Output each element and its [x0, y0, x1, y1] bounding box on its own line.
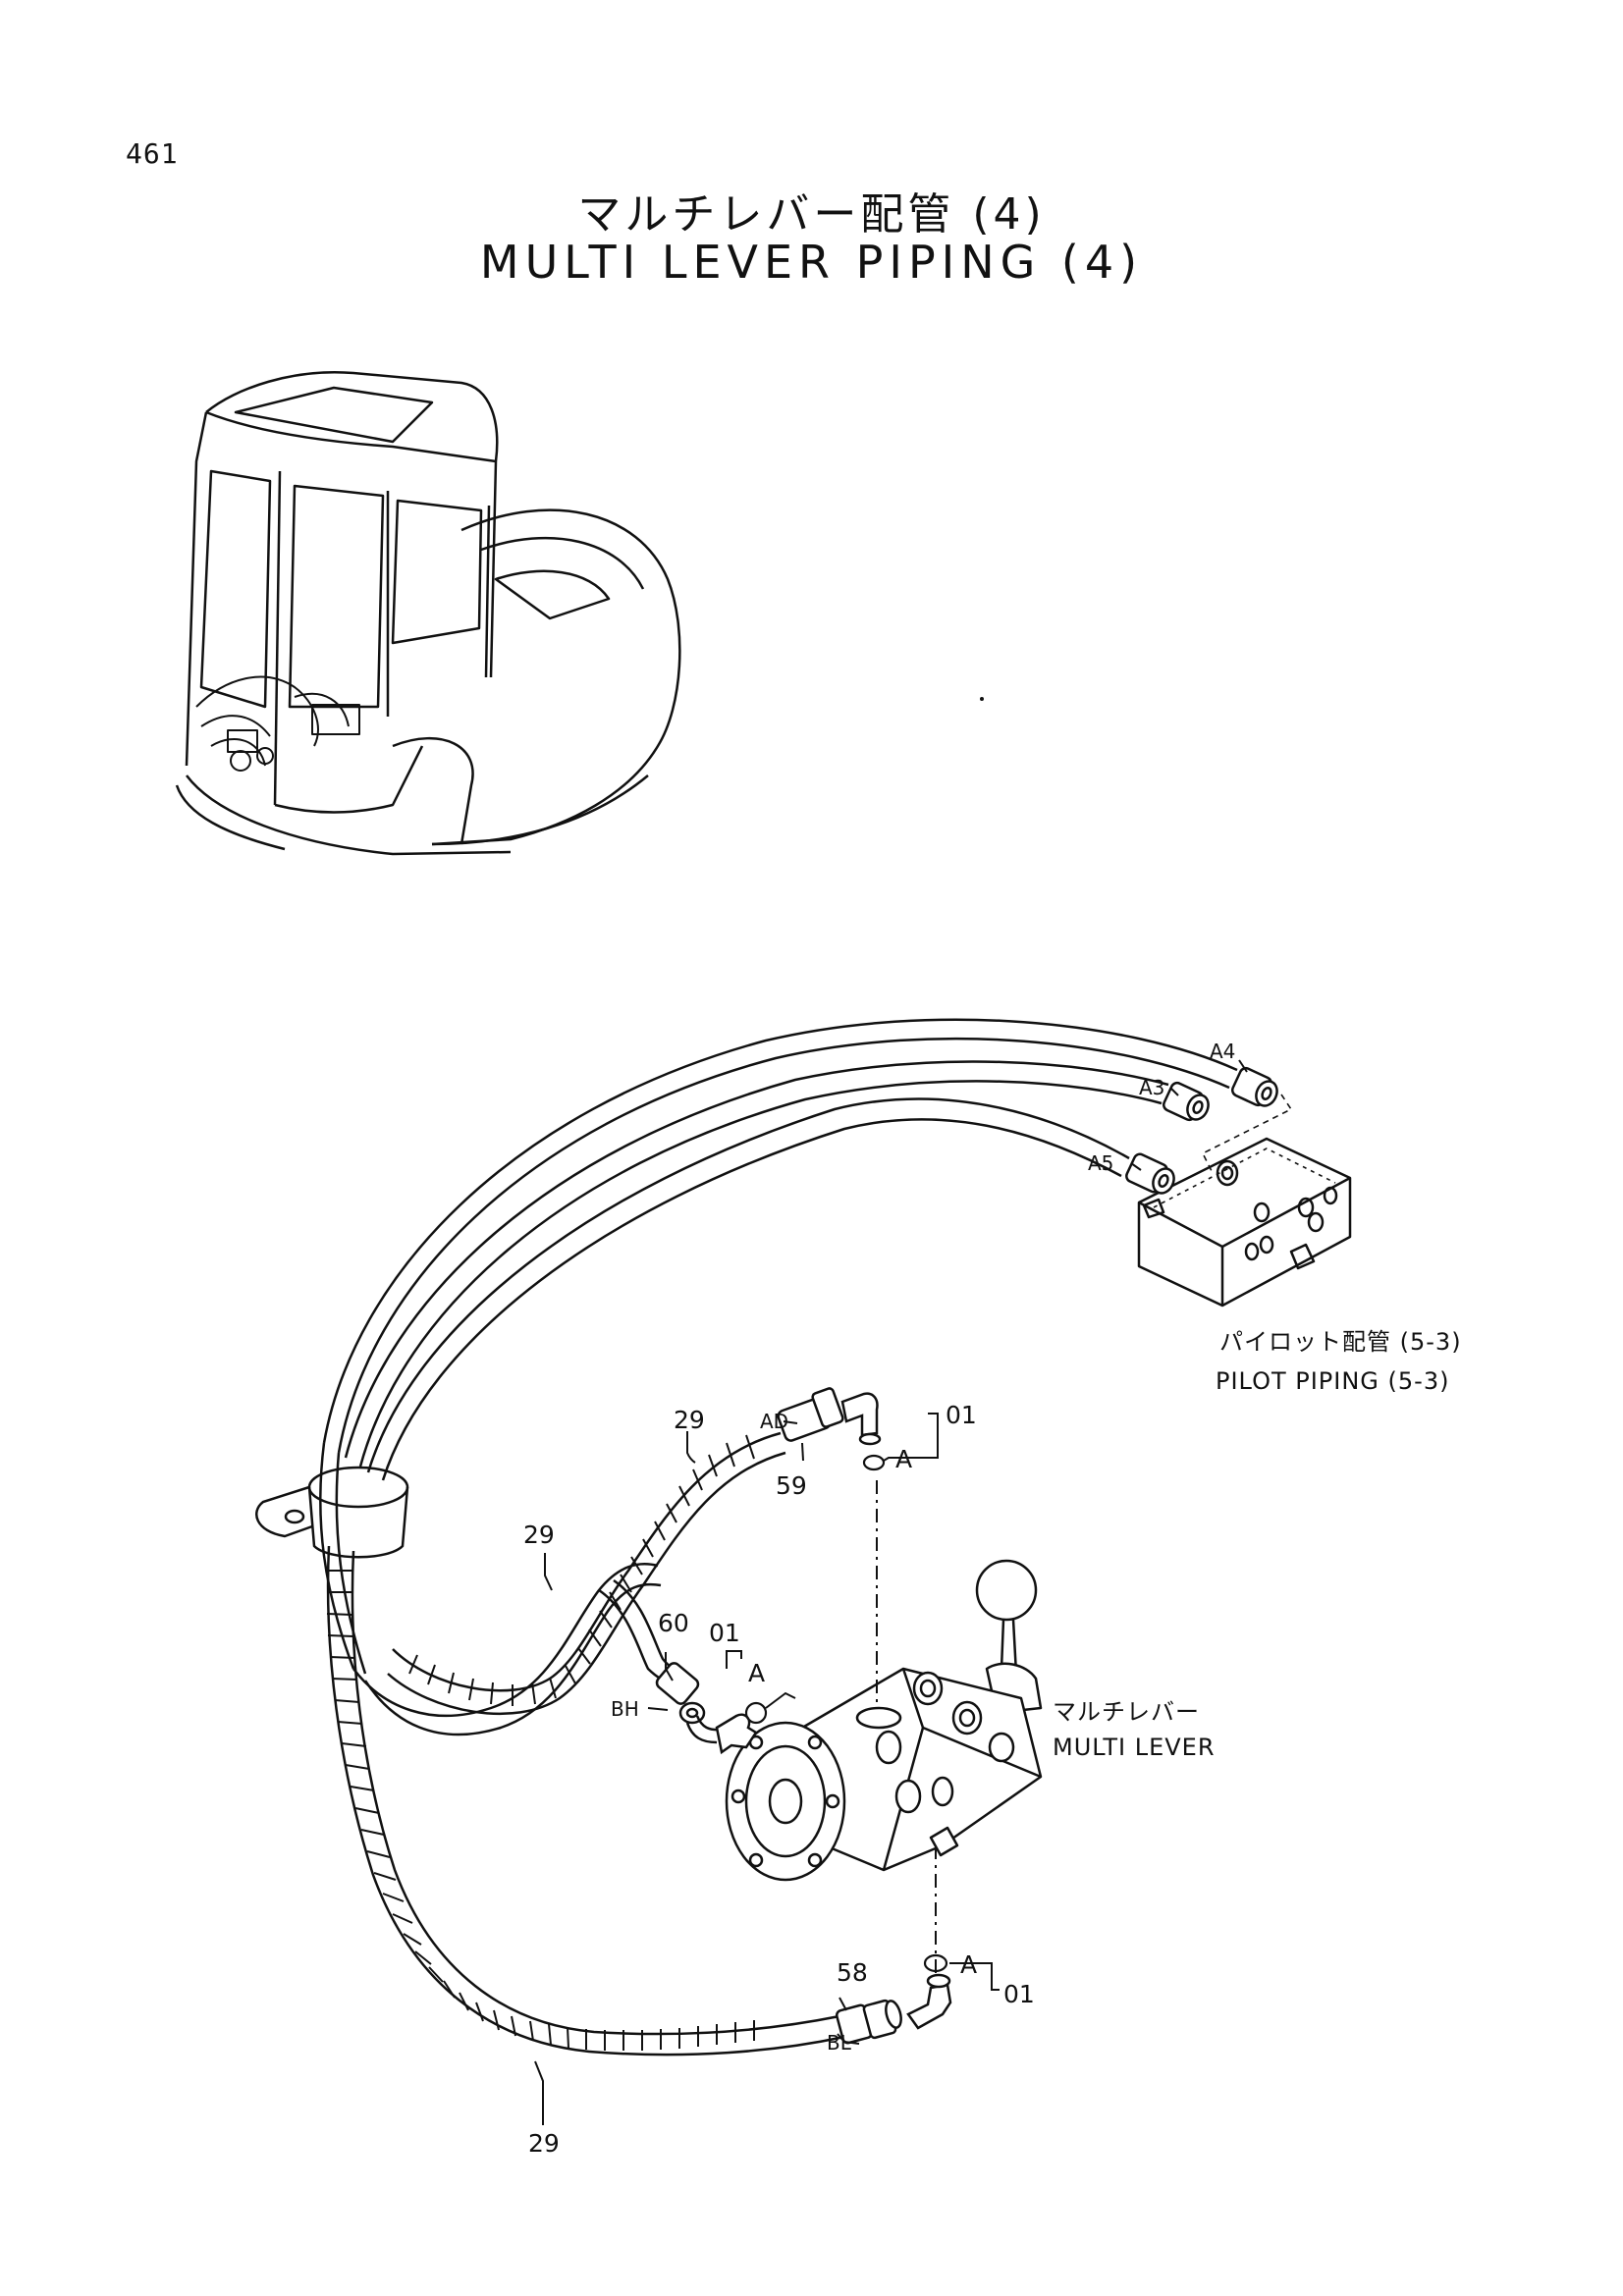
page-number: 461 — [126, 137, 179, 170]
caption-multi-lever-english: MULTI LEVER — [1053, 1734, 1216, 1761]
fitting-bh — [655, 1662, 706, 1725]
spiral-hose-upper — [387, 1431, 786, 1715]
fitting-a5 — [1125, 1152, 1175, 1195]
o-ring-mid — [744, 1701, 768, 1725]
callout-a-top: A — [895, 1445, 912, 1473]
callout-a-bottom: A — [960, 1950, 977, 1979]
excavator-overview-illustration — [175, 371, 681, 856]
spiral-hose-lower-rings — [326, 1570, 755, 2051]
pilot-valve-block — [1137, 1094, 1352, 1308]
caption-pilot-piping-japanese: パイロット配管 (5-3) — [1219, 1328, 1462, 1356]
callout-part-29-top: 29 — [674, 1406, 705, 1434]
fitting-bl — [835, 1999, 902, 2045]
callout-ad: AD — [760, 1410, 788, 1433]
callout-part-01-middle: 01 — [709, 1619, 740, 1647]
callout-part-59: 59 — [776, 1471, 807, 1500]
fitting-a3 — [1162, 1081, 1210, 1122]
callout-part-60: 60 — [658, 1609, 689, 1637]
pilot-hoses — [319, 1018, 1238, 1675]
stray-dot — [980, 697, 984, 701]
o-ring-top — [862, 1454, 886, 1471]
assembly-centerlines — [876, 1480, 937, 1973]
callout-bh: BH — [611, 1697, 639, 1721]
elbow-fitting-bottom — [906, 1973, 952, 2030]
multi-lever-valve — [725, 1559, 1043, 1882]
hose-clamp — [255, 1466, 409, 1559]
callout-a5: A5 — [1088, 1151, 1113, 1175]
callout-part-29-middle: 29 — [523, 1521, 555, 1549]
callout-part-29-bottom: 29 — [528, 2129, 560, 2158]
leader-lines — [534, 1059, 1248, 2125]
spiral-hose-middle — [352, 1563, 662, 1736]
callout-part-01-top: 01 — [946, 1401, 977, 1429]
caption-multi-lever-japanese: マルチレバー — [1053, 1698, 1200, 1726]
fitting-ad-assembly — [777, 1387, 882, 1446]
o-ring-bottom — [923, 1953, 948, 1973]
callout-a-middle: A — [748, 1659, 765, 1687]
callout-a3: A3 — [1139, 1076, 1164, 1099]
callout-bl: BL — [827, 2031, 852, 2055]
page-title-japanese: マルチレバー配管 (4) — [577, 189, 1046, 240]
callout-part-58: 58 — [837, 1958, 868, 1987]
caption-pilot-piping-english: PILOT PIPING (5-3) — [1216, 1367, 1449, 1395]
callout-part-01-bottom: 01 — [1003, 1980, 1035, 2008]
fitting-a4 — [1230, 1066, 1278, 1107]
callout-a4: A4 — [1210, 1040, 1235, 1063]
page-title-english: MULTI LEVER PIPING (4) — [479, 236, 1144, 289]
